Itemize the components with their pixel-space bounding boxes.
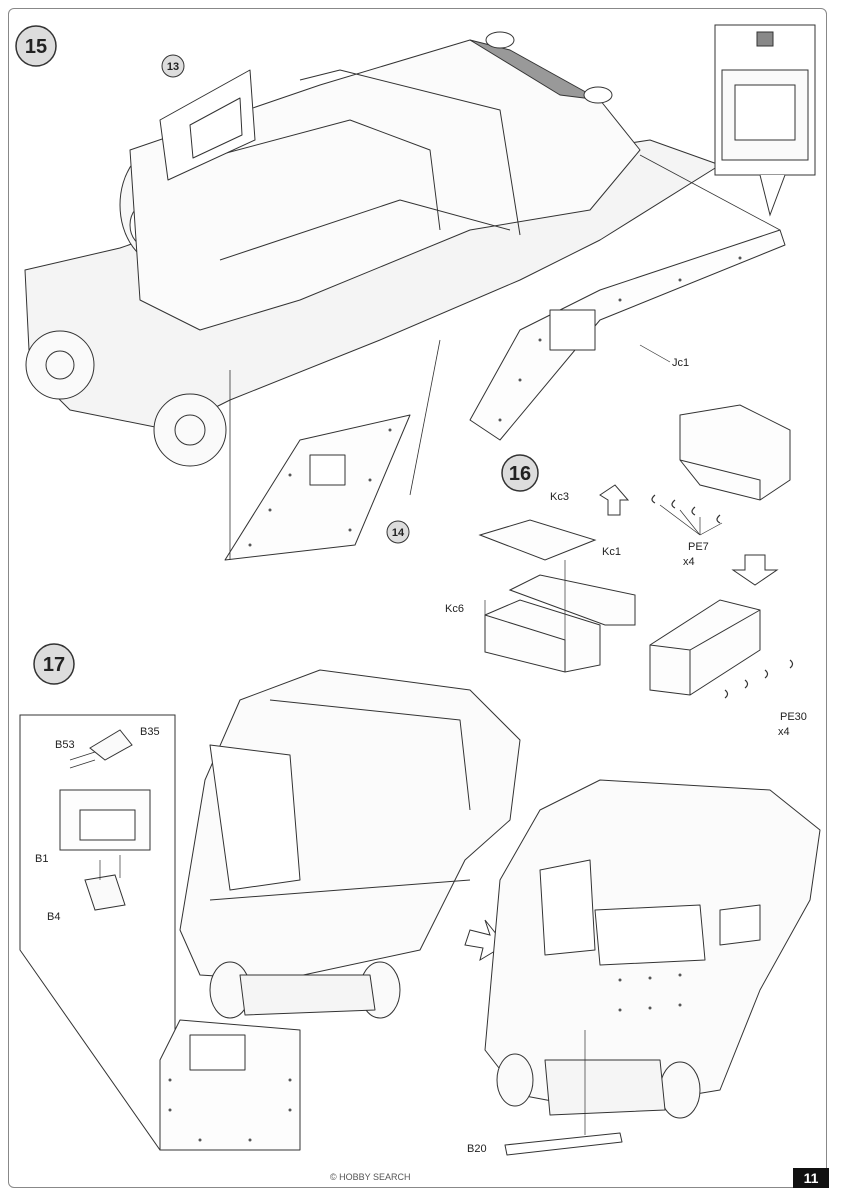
detail-inset-step17 [19, 714, 176, 1151]
step-17-number: 17 [43, 654, 65, 676]
hull-drawing-step15 [24, 31, 786, 561]
part-label-b1: B1 [35, 853, 48, 865]
part-label-kc1: Kc1 [602, 546, 621, 558]
step-16-group: 16 Kc3 Kc1 Kc6 PE7 x4 PE30 x4 [445, 404, 807, 738]
part-label-pe30: PE30 [780, 711, 807, 723]
part-label-kc3: Kc3 [550, 491, 569, 503]
page-border [8, 8, 827, 1188]
callout-13: 13 [167, 61, 179, 73]
step-16-number: 16 [509, 463, 531, 485]
hull-front-left [159, 669, 521, 1151]
footer-copyright: © HOBBY SEARCH [330, 1172, 411, 1182]
detail-inset-step15 [714, 24, 816, 217]
qty-pe7: x4 [683, 556, 695, 568]
part-label-b53: B53 [55, 739, 75, 751]
step-17-group: 17 B53 B35 B1 B4 [19, 643, 821, 1156]
page-number: 11 [793, 1168, 829, 1188]
part-label-pe7: PE7 [688, 541, 709, 553]
hull-front-right [484, 779, 821, 1156]
qty-pe30: x4 [778, 726, 790, 738]
callout-14: 14 [392, 527, 405, 539]
part-label-jc1: Jc1 [672, 357, 689, 369]
part-label-b35: B35 [140, 726, 160, 738]
step-15-number: 15 [25, 36, 47, 58]
part-label-b4: B4 [47, 911, 60, 923]
part-label-b20: B20 [467, 1143, 487, 1155]
part-label-kc6: Kc6 [445, 603, 464, 615]
step-15-group: 15 [15, 24, 816, 561]
